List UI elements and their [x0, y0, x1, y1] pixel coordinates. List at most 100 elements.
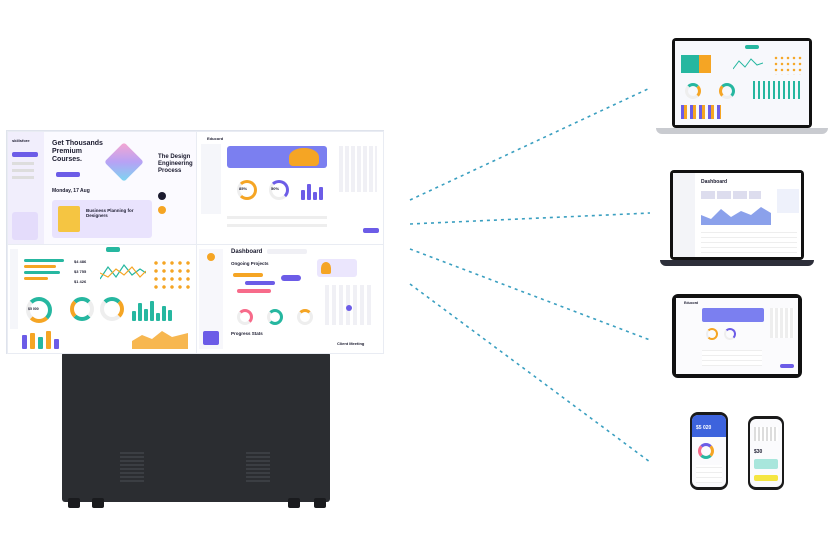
- action-button[interactable]: [363, 228, 379, 233]
- stacked-bars: [22, 331, 82, 349]
- sidebar: [201, 144, 221, 214]
- upgrade-button[interactable]: [56, 172, 80, 177]
- course-card[interactable]: Business Planning for Designers: [52, 200, 152, 238]
- action-button[interactable]: [780, 364, 794, 368]
- calendar: [325, 285, 373, 325]
- tablet: Educord: [672, 294, 802, 378]
- upgrade-card[interactable]: [203, 331, 219, 345]
- wheel: [92, 498, 104, 508]
- pane-dashboard: Dashboard Ongoing Projects Progress Stat…: [196, 244, 384, 354]
- avatar-group: [281, 275, 301, 281]
- stats-row: [701, 191, 761, 199]
- tablet-screen: Educord: [676, 298, 798, 374]
- nav-item[interactable]: [12, 169, 34, 172]
- display-cart: [62, 352, 330, 508]
- area-chart: [701, 207, 771, 225]
- progress-ring: [237, 180, 257, 200]
- donut-chart: [70, 297, 94, 321]
- search-input[interactable]: [267, 249, 307, 254]
- side-title: The Design Engineering Process: [158, 154, 193, 174]
- headline: Get Thousands Premium Courses.: [52, 140, 103, 163]
- stat-2: 50%: [271, 186, 280, 191]
- progress-ring: [269, 180, 289, 200]
- mini-bars: [301, 182, 327, 200]
- value-1: $4 486: [74, 259, 87, 264]
- pins: [773, 55, 803, 75]
- profile-card: [317, 259, 357, 277]
- sidebar: [199, 249, 223, 349]
- video-wall: skillsfore Get Thousands Premium Courses…: [6, 130, 384, 354]
- horizontal-bars: [24, 259, 68, 285]
- pane-courses: skillsfore Get Thousands Premium Courses…: [7, 131, 197, 245]
- phone-1-screen: $5 020: [692, 415, 726, 487]
- nav-active[interactable]: [12, 152, 38, 157]
- laptop-1-screen: [672, 38, 812, 128]
- schedule-date: Monday, 17 Aug: [52, 188, 90, 194]
- donut: [719, 83, 735, 99]
- phone-1: $5 020: [690, 412, 728, 490]
- course-art: [58, 206, 80, 232]
- avatar: [158, 206, 166, 214]
- wheel: [288, 498, 300, 508]
- laptop-1-display: [675, 41, 809, 125]
- timeline-bar: [245, 281, 275, 285]
- bar-chart: [132, 299, 182, 321]
- promo-art: [12, 212, 38, 240]
- bars: [681, 55, 711, 73]
- timeline-bar: [237, 289, 271, 293]
- module-row[interactable]: [227, 216, 327, 219]
- top-button[interactable]: [106, 247, 120, 252]
- action-button[interactable]: [754, 475, 778, 481]
- avatar: [158, 192, 166, 200]
- calendar-selected-day[interactable]: [346, 305, 352, 311]
- connector-line-laptop1: [409, 87, 651, 201]
- nav-item[interactable]: [12, 176, 34, 179]
- brand-label: Educord: [207, 136, 224, 141]
- progress-ring: [267, 309, 283, 325]
- connector-line-phones: [409, 283, 651, 463]
- brand-label: skillsfore: [12, 138, 30, 143]
- donut: [698, 443, 714, 459]
- wheel: [68, 498, 80, 508]
- module-row[interactable]: [227, 224, 327, 227]
- area-chart: [132, 331, 188, 349]
- progress-ring: [237, 309, 253, 325]
- progress-ring: [297, 309, 313, 325]
- map-pins: [152, 259, 192, 289]
- course-title: Business Planning for Designers: [86, 208, 134, 218]
- profile-illustration: [321, 262, 331, 274]
- vent-right: [246, 452, 270, 482]
- nav-item[interactable]: [12, 162, 34, 165]
- donut-value: $5 000: [28, 307, 39, 311]
- donut-chart: [100, 297, 124, 321]
- phone-2: $30: [748, 416, 784, 490]
- laptop-1-base: [656, 128, 828, 134]
- progress-ring: [724, 328, 736, 340]
- laptop-2-base: [660, 260, 814, 266]
- line-chart: [733, 58, 763, 70]
- bar-chart: [753, 81, 803, 99]
- connector-line-laptop2: [409, 212, 651, 225]
- laptop-2-title: Dashboard: [701, 179, 728, 185]
- wheel: [314, 498, 326, 508]
- phone-2-amount: $30: [754, 449, 763, 455]
- phone-header: [692, 415, 726, 437]
- vent-left: [120, 452, 144, 482]
- pane-educord: Educord 85% 50%: [196, 131, 384, 245]
- calendar: [754, 427, 778, 441]
- sidebar: [673, 173, 695, 257]
- pane-analytics: $4 486 $3 755 $1 426 $5 000: [7, 244, 197, 354]
- progress-ring: [706, 328, 718, 340]
- phone-2-screen: $30: [750, 419, 782, 487]
- donut: [685, 83, 701, 99]
- sidebar: skillsfore: [8, 132, 44, 244]
- calendar: [339, 146, 377, 192]
- top-button[interactable]: [745, 45, 759, 49]
- list: [696, 465, 722, 483]
- table: [701, 231, 797, 253]
- module-list: [702, 350, 762, 366]
- section-progress: Progress Stats: [231, 331, 263, 336]
- hero-illustration: [289, 148, 319, 166]
- avatar: [207, 253, 215, 261]
